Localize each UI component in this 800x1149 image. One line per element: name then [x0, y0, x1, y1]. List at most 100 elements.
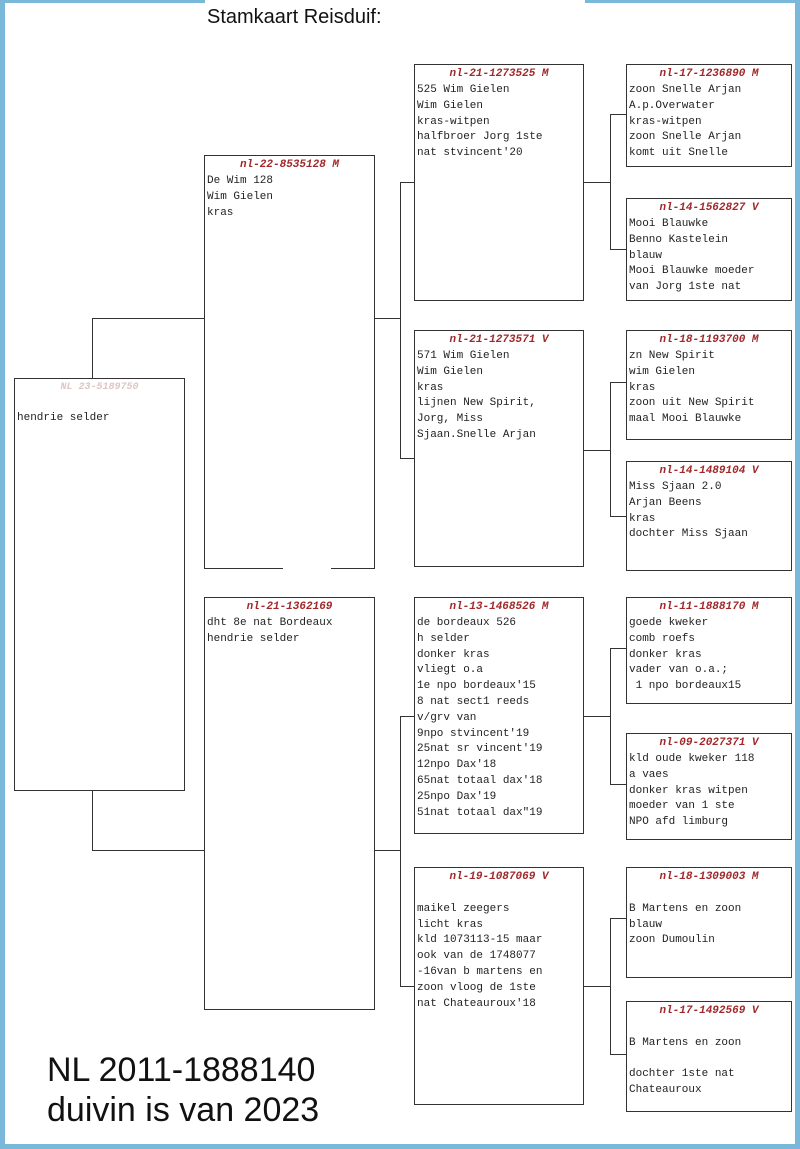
info-line: 25npo Dax'19: [417, 790, 497, 803]
top-border-left: [0, 0, 205, 3]
info-line: donker kras witpen: [629, 784, 748, 797]
connector: [400, 716, 401, 986]
info-line: Mooi Blauwke moeder: [629, 265, 755, 278]
info-line: Wim Gielen: [417, 99, 484, 112]
connector: [375, 850, 400, 851]
info-line: kras: [629, 512, 656, 525]
info-line: goede kweker: [629, 617, 709, 629]
connector: [584, 716, 610, 717]
info-line: h selder: [417, 632, 470, 645]
info-line: -16van b martens en: [417, 965, 543, 978]
info-line: blauw: [629, 249, 663, 262]
connector: [610, 784, 626, 785]
connector: [92, 318, 93, 378]
footer-note: duivin is van 2023: [47, 1091, 320, 1129]
info-line: donker kras: [629, 648, 702, 661]
info-line: NPO afd limburg: [629, 816, 729, 829]
info-line: van Jorg 1ste nat: [629, 281, 742, 294]
connector: [400, 986, 414, 987]
info-line: De Wim 128: [207, 175, 274, 187]
info-line: hendrie selder: [207, 632, 300, 645]
info-line: zoon Snelle Arjan: [629, 84, 742, 96]
info-line: kld oude kweker 118: [629, 753, 755, 765]
connector: [400, 182, 414, 183]
info-line: zoon Dumoulin: [629, 934, 715, 947]
ring-number: nl-14-1562827 V: [659, 202, 759, 214]
connector: [400, 716, 414, 717]
footer-text: NL 2011-1888140 duivin is van 2023: [47, 1050, 319, 1130]
ring-number: nl-21-1362169: [246, 601, 333, 613]
info-line: Wim Gielen: [207, 190, 274, 203]
info-line: dochter Miss Sjaan: [629, 528, 748, 541]
connector: [400, 182, 401, 458]
ring-number: nl-18-1309003 M: [659, 871, 759, 883]
ring-number: nl-14-1489104 V: [659, 465, 759, 477]
info-line: B Martens en zoon: [629, 902, 742, 915]
info-line: 571 Wim Gielen: [417, 350, 510, 362]
connector: [610, 114, 611, 249]
info-line: 51nat totaal dax"19: [417, 806, 543, 819]
connector: [610, 382, 611, 516]
connector: [610, 114, 626, 115]
connector: [584, 450, 610, 451]
scan-gap: [283, 564, 331, 570]
connector: [610, 648, 626, 649]
info-line: 65nat totaal dax'18: [417, 774, 543, 787]
info-line: Benno Kastelein: [629, 233, 729, 246]
connector: [584, 182, 610, 183]
info-line: vliegt o.a: [417, 664, 484, 677]
info-line: [417, 886, 583, 902]
info-line: Miss Sjaan 2.0: [629, 481, 722, 493]
info-line: [17, 395, 184, 411]
info-line: 9npo stvincent'19: [417, 727, 530, 740]
connector: [584, 986, 610, 987]
info-line: wim Gielen: [629, 365, 696, 378]
connector: [400, 458, 414, 459]
connector: [610, 382, 626, 383]
info-line: comb roefs: [629, 632, 696, 645]
ring-number: nl-09-2027371 V: [659, 737, 759, 749]
info-line: 25nat sr vincent'19: [417, 743, 543, 756]
info-line: v/grv van: [417, 711, 477, 724]
connector: [92, 790, 93, 850]
info-line: 12npo Dax'18: [417, 759, 497, 772]
connector: [610, 918, 626, 919]
info-line: 525 Wim Gielen: [417, 84, 510, 96]
info-line: donker kras: [417, 648, 490, 661]
info-line: zoon vloog de 1ste: [417, 981, 536, 994]
connector: [610, 249, 626, 250]
info-line: nat Chateauroux'18: [417, 997, 536, 1010]
info-line: kras: [207, 206, 234, 219]
info-line: A.p.Overwater: [629, 99, 715, 112]
info-line: dochter 1ste nat: [629, 1068, 735, 1081]
ring-number: nl-21-1273571 V: [449, 334, 549, 346]
info-line: zoon Snelle Arjan: [629, 131, 742, 144]
info-line: kras: [417, 381, 444, 394]
info-line: 1e npo bordeaux'15: [417, 680, 536, 693]
connector: [92, 318, 204, 319]
connector: [92, 850, 204, 851]
info-line: kras-witpen: [629, 115, 702, 128]
info-line: Jorg, Miss: [417, 413, 484, 426]
ring-number: nl-19-1087069 V: [449, 871, 549, 883]
connector: [610, 648, 611, 784]
info-line: [629, 886, 791, 902]
info-line: zn New Spirit: [629, 350, 715, 362]
